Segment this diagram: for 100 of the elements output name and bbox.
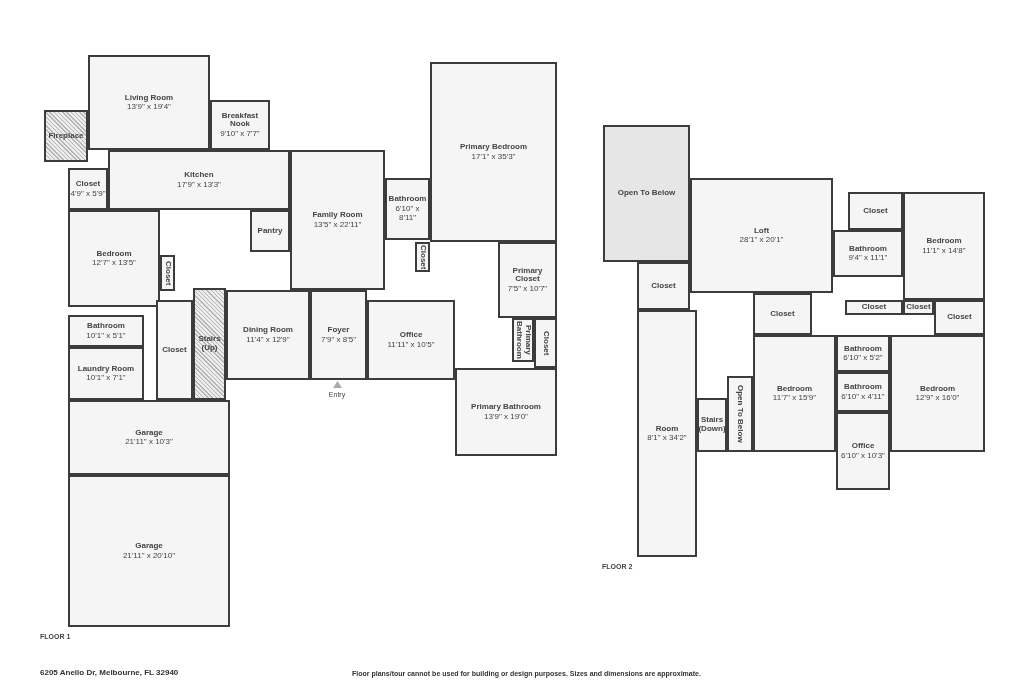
room-dimensions: 11'4" x 12'9" <box>246 334 290 344</box>
room-name: Dining Room <box>243 326 293 335</box>
room-area <box>697 398 727 452</box>
room-area <box>68 347 144 400</box>
room-area <box>690 178 833 293</box>
room-dimensions: 11'11" x 10'5" <box>387 339 435 349</box>
room-area <box>430 62 557 242</box>
room-name: Bathroom <box>844 344 882 354</box>
room-area <box>753 293 812 335</box>
room-name: Closet <box>163 260 172 286</box>
room-name: Bedroom <box>926 237 962 246</box>
room-name: Office <box>851 442 875 451</box>
room-area <box>848 192 903 230</box>
room-name: Closet <box>75 180 101 189</box>
room-name: Garage <box>135 542 163 551</box>
room-name: Primary Bathroom <box>471 403 541 412</box>
room-dimensions: 6'10" x 5'2" <box>843 353 883 363</box>
room-area <box>833 230 903 277</box>
room-name: Foyer <box>327 326 350 335</box>
room-name: Family Room <box>312 211 363 220</box>
room-name: Bathroom <box>87 322 125 331</box>
room-area <box>637 310 697 557</box>
room-dimensions: 13'5" x 22'11" <box>313 219 362 229</box>
room-dimensions: 8'1" x 34'2" <box>647 433 687 443</box>
room-area <box>836 372 890 412</box>
room-name: Primary Bathroom <box>514 320 532 360</box>
room-name: Closet <box>863 206 888 216</box>
room-dimensions: 17'1" x 35'3" <box>471 151 516 161</box>
room-area <box>603 125 690 262</box>
room-name: Loft <box>753 226 770 236</box>
room-name: Primary Closet <box>511 266 544 285</box>
room-name: Bathroom <box>388 195 427 205</box>
room-area <box>156 300 193 400</box>
room-dimensions: 11'7" x 15'9" <box>772 393 817 403</box>
room-name: Stairs (Up) <box>197 335 222 353</box>
room-dimensions: 13'9" x 19'4" <box>127 102 171 112</box>
room-name: Kitchen <box>184 171 214 180</box>
room-dimensions: 21'11" x 10'3" <box>125 437 173 447</box>
room-area <box>68 315 144 347</box>
room-area <box>68 210 160 307</box>
room-area <box>637 262 690 310</box>
room-area <box>367 300 455 380</box>
room-name: Living Room <box>124 93 174 103</box>
room-name: Closet <box>651 281 676 291</box>
room-area <box>108 150 290 210</box>
room-name: Breakfast Nook <box>220 111 260 130</box>
room-dimensions: 6'10" x 10'3" <box>841 450 885 460</box>
room-dimensions: 7'5" x 10'7" <box>507 284 548 294</box>
room-dimensions: 12'9" x 16'0" <box>915 393 960 403</box>
room-dimensions: 4'9" x 5'9" <box>70 188 106 198</box>
room-name: Pantry <box>257 226 283 236</box>
room-name: Closet <box>162 345 187 355</box>
room-name: Closet <box>906 303 931 312</box>
room-area <box>226 290 310 380</box>
room-area <box>210 100 270 150</box>
room-area <box>290 150 385 290</box>
room-dimensions: 6'10" x 8'11" <box>394 204 421 223</box>
room-area <box>845 300 903 315</box>
hatched-area <box>193 288 226 400</box>
room-area <box>727 376 753 452</box>
room-area <box>753 335 836 452</box>
room-name: Stairs (Down) <box>698 416 726 434</box>
room-dimensions: 7'9" x 8'5" <box>321 334 356 344</box>
room-area <box>385 178 430 240</box>
room-dimensions: 10'1" x 7'1" <box>86 373 126 383</box>
room-name: Closet <box>947 313 972 322</box>
room-name: Bathroom <box>849 244 887 254</box>
room-area <box>250 210 290 252</box>
room-name: Closet <box>861 303 887 312</box>
room-area <box>836 412 890 490</box>
room-name: Open To Below <box>735 385 745 443</box>
room-name: Open To Below <box>617 189 676 198</box>
hatched-area <box>44 110 88 162</box>
room-area <box>934 300 985 335</box>
room-dimensions: 11'1" x 14'8" <box>922 245 966 255</box>
room-dimensions: 9'4" x 11'1" <box>848 253 888 263</box>
room-area <box>160 255 175 291</box>
room-name: Closet <box>770 309 795 319</box>
room-name: Laundry Room <box>77 364 135 374</box>
room-name: Closet <box>541 330 550 356</box>
room-area <box>455 368 557 456</box>
room-dimensions: 12'7" x 13'5" <box>92 258 136 268</box>
room-name: Bedroom <box>96 249 132 259</box>
room-name: Closet <box>418 244 427 270</box>
room-area <box>68 168 108 210</box>
room-name: Bedroom <box>919 384 956 394</box>
room-dimensions: 10'1" x 5'1" <box>86 330 126 340</box>
room-area <box>890 335 985 452</box>
room-dimensions: 13'9" x 19'0" <box>484 411 528 421</box>
room-name: Garage <box>135 428 163 438</box>
room-area <box>68 400 230 475</box>
room-area <box>836 335 890 372</box>
room-dimensions: 17'9" x 13'3" <box>177 179 221 189</box>
room-name: Primary Bedroom <box>459 143 528 152</box>
room-name: Office <box>399 331 423 340</box>
room-dimensions: 21'11" x 20'10" <box>122 550 176 560</box>
room-dimensions: 6'10" x 4'11" <box>841 391 885 401</box>
address-text: 6205 Anello Dr, Melbourne, FL 32940 <box>40 667 179 679</box>
room-area <box>498 242 557 318</box>
room-dimensions: 9'10" x 7'7" <box>220 129 260 139</box>
